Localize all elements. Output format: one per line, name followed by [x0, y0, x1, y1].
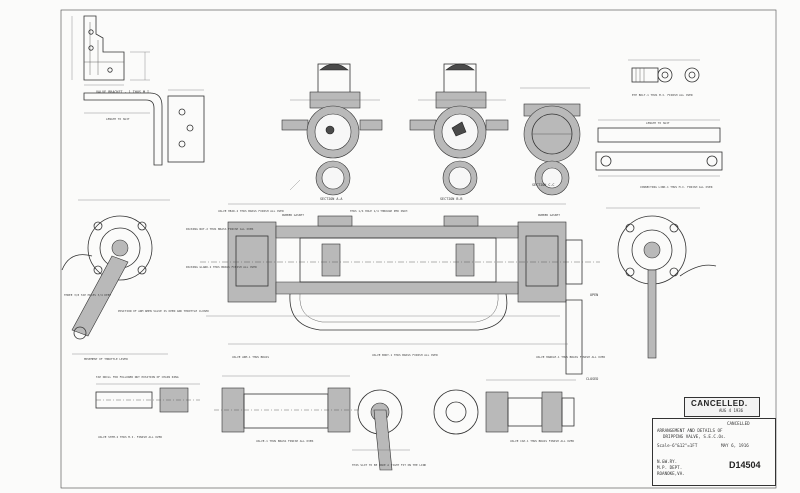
eye-bolt-view — [628, 59, 700, 83]
section-a-a-view — [281, 63, 383, 196]
stamp-date: AUG 4 1936 — [719, 408, 744, 413]
title-block: CANCELLED ARRANGEMENT AND DETAILS OF DRI… — [652, 418, 776, 486]
section-c-c-label: SECTION C-C — [532, 183, 554, 187]
date-text: MAY 6, 1916 — [721, 443, 749, 448]
section-a-a-label: SECTION A-A — [320, 197, 342, 201]
tap-drill-note-label: TAP DRILL FOR FOLLOWER NUT POSITION OF C… — [96, 375, 179, 379]
valve-bracket-view — [71, 15, 150, 86]
section-c-c-view — [520, 87, 590, 196]
city-name: ROANOKE,VA. — [657, 471, 685, 476]
connecting-link-view — [595, 119, 723, 177]
right-end-view — [606, 207, 717, 359]
cancelled-stamp: CANCELLED. AUG 4 1936 — [684, 397, 760, 417]
closed-label: CLOSED — [586, 377, 598, 381]
valve-spring-label: VALVE-1 THUS BRASS FINISH ALL OVER — [256, 439, 314, 443]
length-to-suit-label-1: LENGTH TO SUIT — [106, 117, 130, 121]
rubber-gasket-label-1: RUBBER GASKET — [282, 213, 304, 217]
valve-handle-label: VALVE HANDLE-1 THUS BRASS FINISH ALL OVE… — [536, 355, 605, 359]
section-b-b-view — [409, 63, 509, 196]
drawing-title-line-2: DRIPPING VALVE, S.E.C.Os. — [663, 434, 727, 439]
department-name: M.P. DEPT. — [657, 465, 683, 470]
rubber-gasket-label-2: RUBBER GASKET — [538, 213, 560, 217]
three-tap-holes-label: THREE 3/8 TAP HOLES 3/4 DEEP — [64, 293, 111, 297]
connecting-link-label: CONNECTING LINK-1 THUS M.I. FINISH ALL O… — [640, 185, 713, 189]
valve-head-label: VALVE HEAD-2 THUS BRASS FINISH ALL OVER — [218, 209, 284, 213]
eye-bolt-label: EYE BOLT-1 THUS M.I. FINISH ALL OVER — [632, 93, 693, 97]
slot-note-label: THIS SLOT TO BE MADE A TIGHT FIT ON THE … — [352, 463, 426, 467]
packing-nut-label: PACKING NUT-2 THUS BRASS FINISH ALL OVER — [186, 227, 254, 231]
sheet-border — [60, 9, 777, 489]
valve-bracket-side-view — [83, 89, 205, 166]
left-end-view — [61, 199, 170, 355]
cancelled-note: CANCELLED — [727, 421, 750, 426]
valve-stem-label: VALVE STEM-2 THUS M.I. FINISH ALL OVER — [98, 435, 162, 439]
packing-gland-label: PACKING GLAND-2 THUS BRASS FINISH ALL OV… — [186, 265, 257, 269]
scale-text: Scale-6"&12"=1FT — [657, 443, 698, 448]
valve-arm-label: VALVE ARM-1 THUS BRASS — [232, 355, 269, 359]
drawing-number: D14504 — [729, 460, 761, 470]
valve-detail-view — [214, 375, 358, 433]
valve-cap-view — [433, 379, 576, 435]
drawing-title-line-1: ARRANGEMENT AND DETAILS OF — [657, 428, 723, 433]
valve-body-label: VALVE BODY-1 THUS BRASS FINISH ALL OVER — [372, 353, 438, 357]
valve-stem-view — [95, 383, 200, 413]
railway-name: N.&W.RY. — [657, 459, 678, 464]
arm-position-label: POSITION OF ARM WHEN VALVE IS OPEN AND T… — [118, 309, 209, 313]
length-to-suit-label-2: LENGTH TO SUIT — [646, 121, 670, 125]
valve-handle-end-view — [352, 389, 410, 471]
stamp-title: CANCELLED. — [691, 399, 748, 408]
thus-holes-label: THUS 1/4 HOLE 1/4 THROUGH PER INCH — [350, 209, 408, 213]
valve-cap-label: VALVE CAP-1 THUS BRASS FINISH ALL OVER — [510, 439, 574, 443]
section-b-b-label: SECTION B-B — [440, 197, 462, 201]
main-section-view — [200, 203, 600, 375]
open-label: OPEN — [590, 293, 598, 297]
valve-bracket-label: VALVE BRACKET - 1 THUS M.I. — [96, 90, 151, 94]
movement-of-throttle-label: MOVEMENT OF THROTTLE LEVER — [84, 357, 128, 361]
